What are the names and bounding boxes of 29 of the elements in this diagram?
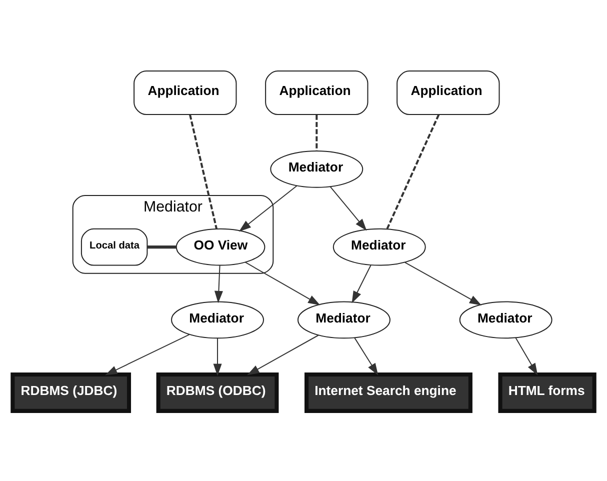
node-ellipse: Mediator [459,300,552,338]
node-ellipse: Mediator [171,300,264,338]
node-box: Local data [80,228,148,266]
node-box: HTML forms [498,372,596,412]
connector [189,114,218,228]
arrow [244,261,320,305]
connector [148,245,176,248]
arrow [213,338,222,376]
node-box: Application [265,70,368,115]
node-box: RDBMS (ODBC) [156,372,279,412]
arrow [247,334,319,375]
arrow [238,185,298,232]
arrow [214,265,223,303]
node-box: Application [134,70,237,115]
arrow [105,333,190,375]
node-ellipse: Mediator [297,300,390,338]
connector [386,114,440,229]
node-ellipse: Mediator [332,228,426,266]
node-ellipse: Mediator [270,150,364,188]
arrow [354,336,378,375]
connector [316,114,318,150]
node-box: Application [396,70,500,115]
node-box: RDBMS (JDBC) [10,372,132,412]
node-ellipse: OO View [176,228,266,266]
arrow [352,264,372,303]
node-box: Internet Search engine [304,372,472,412]
arrow [330,186,367,230]
arrow [515,336,538,375]
arrow [404,261,482,305]
